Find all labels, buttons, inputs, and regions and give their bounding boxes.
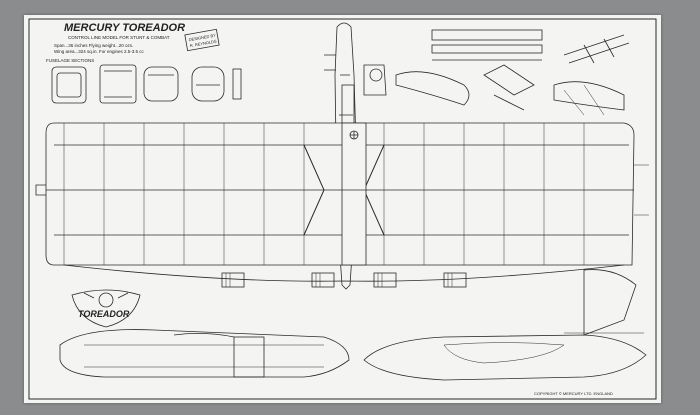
designer-stamp: DESIGNED BY R. REYNOLDS [184,28,220,52]
detail-parts [395,29,630,116]
title-block: MERCURY TOREADOR CONTROL LINE MODEL FOR … [54,22,185,54]
plan-drawing: MERCURY TOREADOR CONTROL LINE MODEL FOR … [28,18,657,400]
plan-sheet: MERCURY TOREADOR CONTROL LINE MODEL FOR … [24,15,661,403]
wing-plan [35,122,649,266]
plan-title: MERCURY TOREADOR [64,22,185,34]
tail-plane [63,264,625,288]
designer-label: DESIGNED BY [188,33,216,43]
designer-name: R. REYNOLDS [189,38,217,48]
logo-text: TOREADOR [78,309,130,319]
toreador-logo: TOREADOR [71,289,141,328]
copyright-note: COPYRIGHT © MERCURY LTD. ENGLAND [534,391,613,396]
plan-specs-2: Wing area...324 sq.in. For engines 2.5-3… [54,49,145,54]
fuselage-sections-label: FUSELAGE SECTIONS [46,58,94,63]
fuselage-profile-left [59,329,350,378]
plan-specs-1: Span...36 inches Flying weight...20 ozs. [54,43,133,48]
fuselage-profile-right [363,269,647,381]
sheet-border [28,18,657,400]
fuselage-sections [51,64,242,104]
plan-subtitle: CONTROL LINE MODEL FOR STUNT & COMBAT [68,35,170,40]
